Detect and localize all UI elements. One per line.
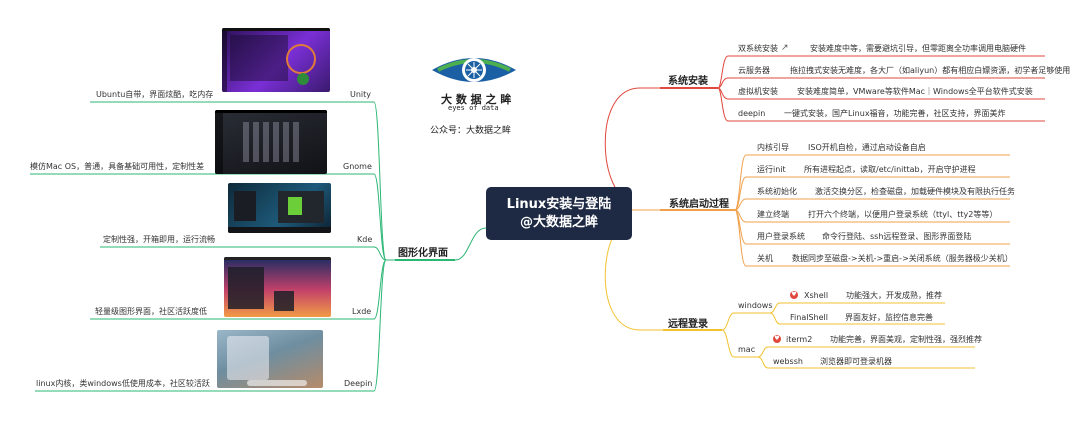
install-item-vm[interactable]: 虚拟机安装 (738, 87, 778, 96)
gui-desc-lxde: 轻量级图形界面，社区活跃度低 (95, 307, 207, 316)
remote-group-mac[interactable]: mac (738, 345, 756, 354)
gui-desc-gnome: 模仿Mac OS，普通，具备基础可用性，定制性差 (30, 162, 205, 171)
gui-desc-deepin: linux内核，类windows低使用成本，社区较活跃 (36, 379, 210, 388)
remote-desc-iterm2: 功能完善，界面美观，定制性强，强烈推荐 (830, 335, 982, 344)
logo-subtitle: eyes of data (448, 104, 499, 112)
lxde-screenshot (224, 257, 331, 317)
remote-item-webssh[interactable]: webssh (773, 357, 803, 366)
center-subtitle: @大数据之眸 (519, 214, 598, 230)
gui-item-deepin[interactable]: Deepin (344, 379, 373, 388)
install-desc-cloud: 拖拉拽式安装无难度，各大厂（如aliyun）都有相应白嫖资源，初学者足够使用 (790, 66, 1071, 75)
boot-desc-kernel: ISO开机自检，通过启动设备自启 (808, 143, 926, 152)
unity-screenshot (222, 28, 330, 92)
remote-item-finalshell[interactable]: FinalShell (790, 313, 828, 322)
install-desc-vm: 安装难度简单，VMware等软件Mac｜Windows全平台软件式安装 (797, 87, 1033, 96)
center-node[interactable]: Linux安装与登陆 @大数据之眸 (486, 187, 632, 240)
boot-desc-init: 所有进程起点，读取/etc/inittab，开启守护进程 (804, 165, 976, 174)
gui-desc-unity: Ubuntu自带，界面炫酷，吃内存 (96, 90, 214, 99)
gui-item-gnome[interactable]: Gnome (343, 162, 372, 171)
branch-gui[interactable]: 图形化界面 (398, 248, 448, 259)
install-desc-dual-boot: 安装难度中等，需要避坑引导，但零距离全功率调用电脑硬件 (810, 44, 1026, 53)
wechat-account: 公众号：大数据之眸 (430, 126, 512, 136)
external-link-icon[interactable]: ↗ (781, 43, 789, 53)
remote-item-xshell[interactable]: Xshell (804, 291, 829, 300)
boot-desc-shutdown: 数据同步至磁盘->关机->重启->关闭系统（服务器极少关机） (792, 254, 1013, 263)
branch-boot[interactable]: 系统启动过程 (669, 199, 729, 210)
heart-icon: ♥ (790, 291, 798, 299)
kde-screenshot (228, 183, 331, 233)
install-item-cloud[interactable]: 云服务器 (738, 66, 770, 75)
gui-item-lxde[interactable]: Lxde (352, 307, 372, 316)
boot-item-login[interactable]: 用户登录系统 (757, 232, 805, 241)
boot-item-shutdown[interactable]: 关机 (757, 254, 773, 263)
branch-remote[interactable]: 远程登录 (668, 319, 708, 330)
gui-item-unity[interactable]: Unity (350, 90, 372, 99)
boot-item-sysinit[interactable]: 系统初始化 (757, 187, 797, 196)
boot-desc-login: 命令行登陆、ssh远程登录、图形界面登陆 (822, 232, 972, 241)
remote-group-windows[interactable]: windows (738, 301, 773, 310)
boot-desc-terminal: 打开六个终端，以便用户登录系统（ttyl、tty2等等） (808, 210, 998, 219)
boot-item-terminal[interactable]: 建立终端 (757, 210, 789, 219)
branch-install[interactable]: 系统安装 (668, 76, 708, 87)
center-title: Linux安装与登陆 (506, 196, 612, 212)
gui-desc-kde: 定制性强，开箱即用，运行流畅 (103, 235, 215, 244)
logo-name: 大 数 据 之 眸 (441, 93, 512, 106)
boot-item-kernel[interactable]: 内核引导 (757, 143, 789, 152)
eye-logo (430, 52, 518, 88)
boot-item-init[interactable]: 运行init (757, 165, 786, 174)
remote-desc-xshell: 功能强大，开发成熟，推荐 (846, 291, 942, 300)
deepin-screenshot (217, 330, 323, 388)
boot-desc-sysinit: 激活交换分区，检查磁盘，加载硬件模块及有限执行任务 (815, 187, 1015, 196)
remote-desc-webssh: 浏览器即可登录机器 (820, 357, 892, 366)
install-desc-deepin: 一键式安装，国产Linux福音，功能完善，社区支持，界面美炸 (784, 109, 1006, 118)
gui-item-kde[interactable]: Kde (357, 235, 373, 244)
install-item-dual-boot[interactable]: 双系统安装 (738, 44, 778, 53)
install-item-deepin[interactable]: deepin (738, 109, 766, 118)
remote-desc-finalshell: 界面友好，监控信息完善 (845, 313, 933, 322)
heart-icon: ♥ (773, 335, 781, 343)
gnome-screenshot (215, 110, 327, 174)
remote-item-iterm2[interactable]: iterm2 (786, 335, 813, 344)
